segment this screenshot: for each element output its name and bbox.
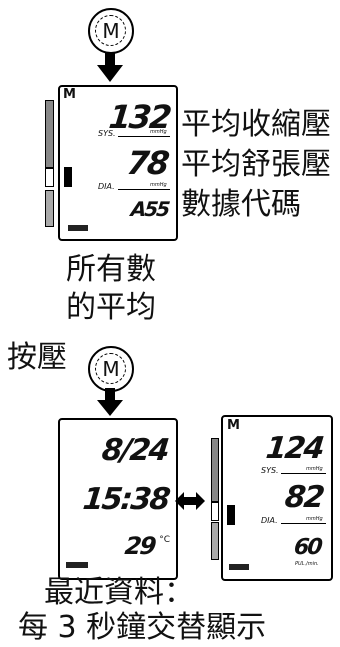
caption-all-average-line1: 所有數: [66, 252, 156, 287]
status-bar-middle: [211, 502, 219, 521]
time-value: 15:38: [80, 482, 170, 517]
dia-value: 82: [283, 480, 325, 515]
indicator-block: [64, 167, 72, 187]
data-code-value: A55: [129, 197, 170, 221]
caption-latest-line1: 最近資料：: [44, 575, 194, 610]
memory-button-label: M: [102, 19, 120, 43]
callout-average-diastolic: 平均舒張壓: [181, 147, 331, 182]
pulse-value: 60: [293, 535, 323, 560]
sys-value: 124: [264, 431, 325, 466]
caption-all-average-line2: 的平均: [66, 290, 156, 325]
status-bar-bottom: [211, 522, 219, 560]
memory-button-press-label: M: [102, 357, 120, 381]
sys-unit: mmHg: [306, 466, 323, 472]
sys-unit-line: [118, 136, 170, 137]
memory-button-ring: [95, 15, 126, 46]
memory-button-press[interactable]: M: [88, 346, 134, 392]
battery-icon: [68, 225, 88, 231]
sys-label: SYS.: [98, 129, 116, 138]
down-arrow-icon: [97, 52, 123, 82]
press-label: 按壓: [7, 340, 67, 375]
sys-unit-line: [281, 473, 326, 474]
dia-unit-line: [281, 523, 326, 524]
lcd-panel-latest: M 124 SYS. mmHg 82 DIA. mmHg 60 PUL./min…: [221, 415, 333, 581]
lcd-panel-average: M 132 SYS. mmHg 78 DIA. mmHg A55: [58, 85, 178, 241]
dia-unit: mmHg: [150, 182, 167, 188]
caption-latest-line2: 每 3 秒鐘交替顯示: [18, 610, 267, 645]
dia-label: DIA.: [261, 516, 278, 525]
status-bar-middle: [45, 168, 54, 187]
callout-data-code: 數據代碼: [181, 187, 301, 222]
battery-icon: [229, 564, 249, 570]
status-bar-top: [211, 438, 219, 502]
date-value: 8/24: [100, 433, 170, 468]
sys-label: SYS.: [261, 466, 279, 475]
memory-button-press-ring: [95, 353, 126, 384]
temperature-value: 29: [123, 532, 156, 560]
battery-icon: [66, 562, 88, 568]
dia-label: DIA.: [98, 182, 115, 191]
dia-value: 78: [125, 144, 170, 182]
pulse-label: PUL./min.: [295, 561, 319, 567]
dia-unit-line: [118, 189, 170, 190]
down-arrow-icon: [97, 388, 123, 416]
dia-unit: mmHg: [306, 516, 323, 522]
memory-flag: M: [227, 418, 240, 433]
memory-flag: M: [63, 87, 76, 102]
memory-button[interactable]: M: [88, 8, 134, 54]
indicator-block: [227, 505, 235, 525]
status-bar-top: [45, 100, 54, 168]
double-arrow-icon: [175, 492, 205, 510]
lcd-panel-datetime: 8/24 15:38 29 °C: [58, 418, 178, 580]
status-bar-bottom: [45, 190, 54, 227]
callout-average-systolic: 平均收縮壓: [181, 107, 331, 142]
sys-unit: mmHg: [150, 129, 167, 135]
temperature-unit: °C: [159, 535, 170, 545]
